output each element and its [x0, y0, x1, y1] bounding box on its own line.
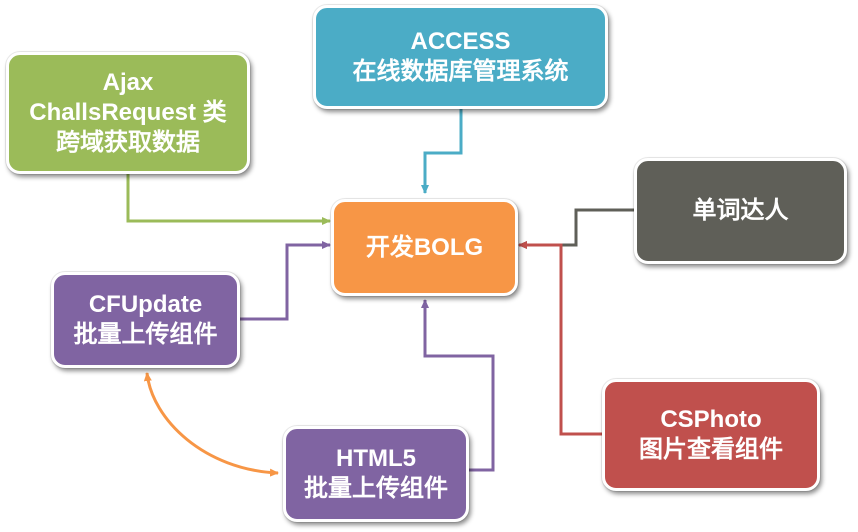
- connector-cfupdate-html5-bidirectional: [143, 372, 279, 477]
- node-cfupdate-title: CFUpdate: [88, 291, 203, 318]
- connector-words-to-center: [518, 208, 634, 249]
- node-words: 单词达人: [634, 158, 847, 264]
- node-cfupdate-subtitle: 批量上传组件: [73, 321, 218, 348]
- node-csphoto-subtitle: 图片查看组件: [639, 436, 783, 463]
- node-cfupdate: CFUpdate 批量上传组件: [51, 272, 240, 368]
- node-html5-title: HTML5: [336, 445, 416, 472]
- node-csphoto-title: CSPhoto: [660, 406, 762, 433]
- node-center-title: 开发BOLG: [365, 233, 484, 261]
- connector-cfupdate-to-center: [240, 241, 331, 321]
- connector-csphoto-to-center: [518, 241, 602, 436]
- node-access-title: ACCESS: [410, 28, 511, 55]
- node-words-title: 单词达人: [692, 197, 789, 224]
- connector-html5-to-center: [421, 299, 495, 472]
- node-html5-subtitle: 批量上传组件: [304, 475, 448, 502]
- node-ajax: Ajax ChallsRequest 类 跨域获取数据: [6, 52, 250, 174]
- node-access-subtitle: 在线数据库管理系统: [352, 58, 569, 85]
- node-ajax-description: 跨域获取数据: [55, 129, 200, 156]
- node-access: ACCESS 在线数据库管理系统: [313, 5, 608, 109]
- node-html5: HTML5 批量上传组件: [283, 426, 469, 522]
- node-ajax-title: Ajax: [102, 69, 154, 96]
- connector-access-to-center: [421, 108, 463, 194]
- node-ajax-class: ChallsRequest 类: [29, 99, 227, 126]
- node-center: 开发BOLG: [331, 199, 518, 296]
- connector-ajax-to-center: [126, 173, 331, 225]
- node-csphoto: CSPhoto 图片查看组件: [602, 379, 820, 491]
